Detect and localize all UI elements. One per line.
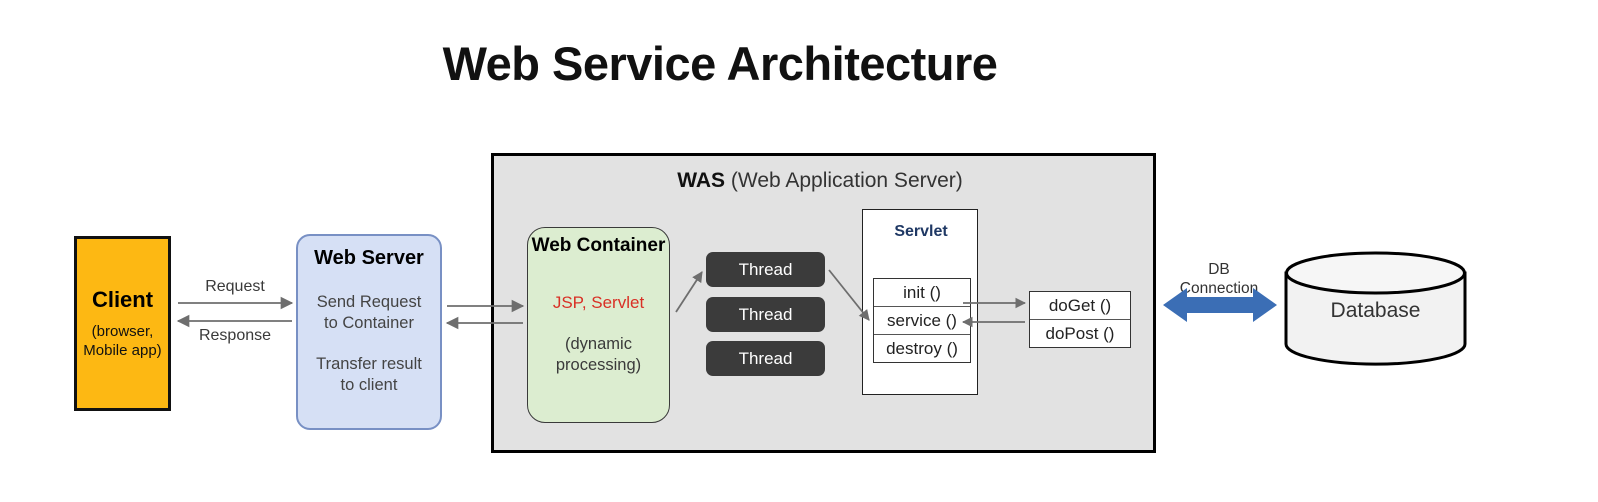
handler-dopost[interactable]: doPost (): [1030, 320, 1130, 347]
request-label: Request: [205, 278, 265, 295]
client-title: Client: [91, 286, 154, 312]
web-container-title: Web Container: [531, 235, 666, 256]
web-server-line-1a: Send Request: [316, 293, 422, 311]
web-container-node[interactable]: Web Container JSP, Servlet (dynamic proc…: [527, 227, 670, 423]
web-container-tech-label: JSP, Servlet: [552, 293, 645, 312]
web-container-note-line-2: processing): [555, 355, 642, 374]
web-server-line-1b: to Container: [324, 314, 414, 333]
web-server-title: Web Server: [314, 247, 424, 269]
database-cylinder-icon: [1284, 251, 1467, 366]
client-subtitle-line-2: Mobile app): [83, 341, 162, 359]
client-subtitle-line-1: (browser,: [91, 322, 154, 340]
thread-box-3[interactable]: Thread: [706, 341, 825, 376]
web-server-node[interactable]: Web Server Send Request to Container Tra…: [296, 234, 442, 430]
db-connection-line-2: Connection: [1179, 279, 1259, 297]
page-title: Web Service Architecture: [442, 37, 998, 90]
web-container-note: (dynamic processing): [556, 334, 641, 375]
client-node[interactable]: Client (browser, Mobile app): [74, 236, 171, 411]
web-server-text-block-1: Send Request to Container: [317, 292, 422, 334]
http-handler-list: doGet () doPost (): [1029, 291, 1131, 348]
response-label: Response: [198, 327, 272, 344]
servlet-method-destroy[interactable]: destroy (): [874, 335, 970, 362]
servlet-method-service[interactable]: service (): [874, 307, 970, 335]
servlet-method-init[interactable]: init (): [874, 279, 970, 307]
web-container-note-line-1: (dynamic: [565, 335, 632, 353]
thread-box-1[interactable]: Thread: [706, 252, 825, 287]
servlet-title: Servlet: [894, 223, 948, 240]
handler-doget[interactable]: doGet (): [1030, 292, 1130, 320]
was-abbrev: WAS: [677, 169, 726, 192]
was-panel-title: WAS (Web Application Server): [520, 169, 1120, 193]
web-server-line-2a: Transfer result: [316, 355, 422, 374]
was-expansion: (Web Application Server): [725, 169, 963, 192]
db-connection-label: DB Connection: [1160, 261, 1278, 298]
thread-box-2[interactable]: Thread: [706, 297, 825, 332]
database-label: Database: [1330, 299, 1421, 322]
web-server-text-block-2: Transfer result to client: [316, 354, 422, 396]
web-server-line-2b: to client: [340, 376, 398, 395]
servlet-method-list: init () service () destroy (): [873, 278, 971, 363]
db-connection-line-1: DB: [1208, 261, 1230, 278]
servlet-node[interactable]: Servlet init () service () destroy (): [862, 209, 978, 395]
database-node[interactable]: Database: [1283, 251, 1468, 366]
